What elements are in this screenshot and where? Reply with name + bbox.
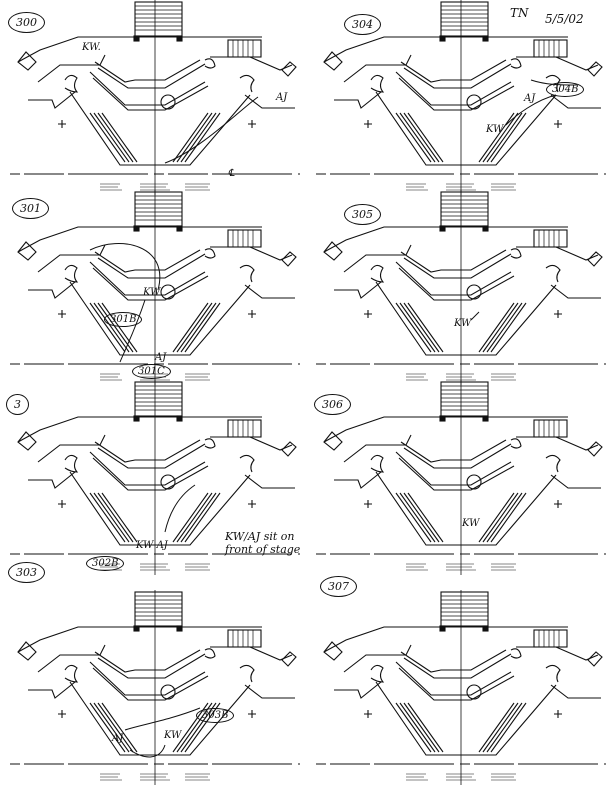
- actor-aj: AJ: [276, 92, 288, 103]
- initials: TN: [510, 6, 529, 20]
- actor-aj: AJ: [155, 352, 167, 363]
- cue-302b: 302B: [86, 556, 125, 571]
- stage-plan-diagram: [9, 380, 301, 575]
- cue-label: 304: [344, 14, 381, 35]
- cue-label: 3: [6, 394, 29, 415]
- cue-label: 306: [314, 394, 351, 415]
- cue-301b: 301B: [104, 312, 143, 327]
- cue-301c: 301C: [132, 364, 171, 379]
- blocking-panel-307: 307: [306, 576, 612, 785]
- cue-label: 305: [344, 204, 381, 225]
- centerline-mark: ℄: [228, 168, 235, 179]
- blocking-note: KW/AJ sit on front of stage: [225, 530, 301, 556]
- cue-label: 301: [12, 198, 49, 219]
- actor-kw-aj: KW AJ: [136, 540, 168, 551]
- blocking-panel-303: 303 AJ KW 303B: [0, 562, 306, 785]
- blocking-panel-301: 301 KW 301B AJ 301C: [0, 190, 306, 385]
- actor-kw: KW: [164, 730, 182, 741]
- actor-aj: AJ: [112, 733, 124, 744]
- blocking-panel-305: 305 KW: [306, 190, 612, 385]
- blocking-panel-302: 3 KW AJ 302B KW/AJ sit on front of stage: [0, 380, 306, 575]
- actor-kw: KW.: [82, 42, 101, 53]
- blocking-panel-304: 304 AJ 304B KW: [306, 0, 612, 195]
- stage-plan-diagram: [9, 0, 301, 195]
- cue-label: 300: [8, 12, 45, 33]
- actor-kw: KW: [454, 318, 472, 329]
- cue-label: 307: [320, 576, 357, 597]
- cue-303b: 303B: [196, 708, 235, 723]
- actor-kw: KW: [486, 124, 504, 135]
- blocking-panel-306: 306 KW: [306, 380, 612, 575]
- cue-304b: 304B: [546, 82, 585, 97]
- stage-plan-diagram: [315, 190, 607, 385]
- stage-plan-diagram: [9, 590, 301, 785]
- date: 5/5/02: [545, 12, 584, 26]
- stage-plan-diagram: [315, 590, 607, 785]
- actor-kw: KW: [143, 287, 161, 298]
- stage-plan-diagram: [9, 190, 301, 385]
- actor-aj: AJ: [524, 93, 536, 104]
- actor-kw: KW: [462, 518, 480, 529]
- stage-plan-diagram: [315, 380, 607, 575]
- blocking-panel-300: 300 KW. AJ ℄: [0, 0, 306, 195]
- cue-label: 303: [8, 562, 45, 583]
